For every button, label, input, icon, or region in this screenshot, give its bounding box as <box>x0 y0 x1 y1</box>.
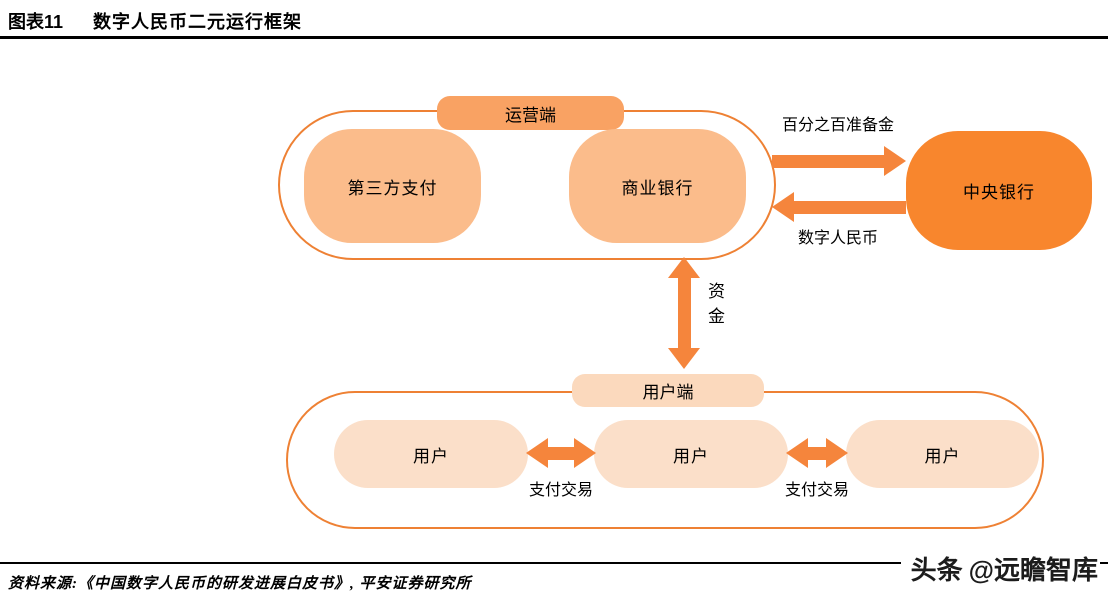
node-user-2-label: 用户 <box>673 446 709 466</box>
node-third-party-payment-label: 第三方支付 <box>347 178 438 198</box>
node-user-3-label: 用户 <box>924 446 961 466</box>
operation-tier-badge: 运营端 <box>437 96 624 130</box>
node-user-1-label: 用户 <box>413 446 449 466</box>
reserve-arrow <box>772 146 906 176</box>
node-user-2: 用户 <box>594 420 788 488</box>
figure-title: 数字人民币二元运行框架 <box>93 12 303 32</box>
node-central-bank: 中央银行 <box>906 131 1092 250</box>
payment-arrow-2-head-left <box>786 438 808 468</box>
node-commercial-bank-label: 商业银行 <box>621 178 694 198</box>
figure-header: 图表11 数字人民币二元运行框架 <box>8 8 302 34</box>
source-note: 资料来源:《中国数字人民币的研发进展白皮书》, 平安证券研究所 <box>8 576 472 592</box>
reserve-arrow-head <box>884 146 906 176</box>
dcrmb-arrow-head <box>772 192 794 222</box>
payment-arrow-1-head-left <box>526 438 548 468</box>
toutiao-logo: 头条 <box>910 555 963 585</box>
user-tier-badge: 用户端 <box>572 374 764 407</box>
node-user-1: 用户 <box>334 420 528 488</box>
payment-arrow-2-head-right <box>826 438 848 468</box>
footer-divider <box>0 562 1108 564</box>
reserve-arrow-bar <box>772 154 884 168</box>
funds-arrow-label: 资金 <box>705 282 724 332</box>
payment-arrow-1-head-right <box>574 438 596 468</box>
payment-arrow-2 <box>786 438 848 468</box>
payment-arrow-1-bar <box>548 446 574 460</box>
funds-arrow-head-up <box>668 257 700 278</box>
watermark: 头条@远瞻智库 <box>900 550 1100 587</box>
watermark-handle: @远瞻智库 <box>968 555 1098 585</box>
reserve-arrow-label: 百分之百准备金 <box>781 117 894 134</box>
node-commercial-bank: 商业银行 <box>569 129 746 243</box>
dcrmb-arrow <box>772 192 906 222</box>
payment-label-2: 支付交易 <box>784 482 849 499</box>
payment-arrow-1 <box>526 438 596 468</box>
payment-label-1: 支付交易 <box>528 482 593 499</box>
funds-arrow-bar <box>677 278 691 348</box>
funds-arrow-head-down <box>668 348 700 369</box>
dcrmb-arrow-label: 数字人民币 <box>797 230 878 247</box>
title-divider <box>0 36 1108 39</box>
node-central-bank-label: 中央银行 <box>963 183 1035 202</box>
payment-arrow-2-bar <box>808 446 826 460</box>
funds-arrow <box>668 257 700 369</box>
operation-tier-label: 运营端 <box>505 105 556 125</box>
user-tier-label: 用户端 <box>642 383 694 402</box>
dcrmb-arrow-bar <box>794 200 906 214</box>
node-user-3: 用户 <box>846 420 1039 488</box>
figure-number: 图表11 <box>8 12 64 32</box>
node-third-party-payment: 第三方支付 <box>304 129 481 243</box>
